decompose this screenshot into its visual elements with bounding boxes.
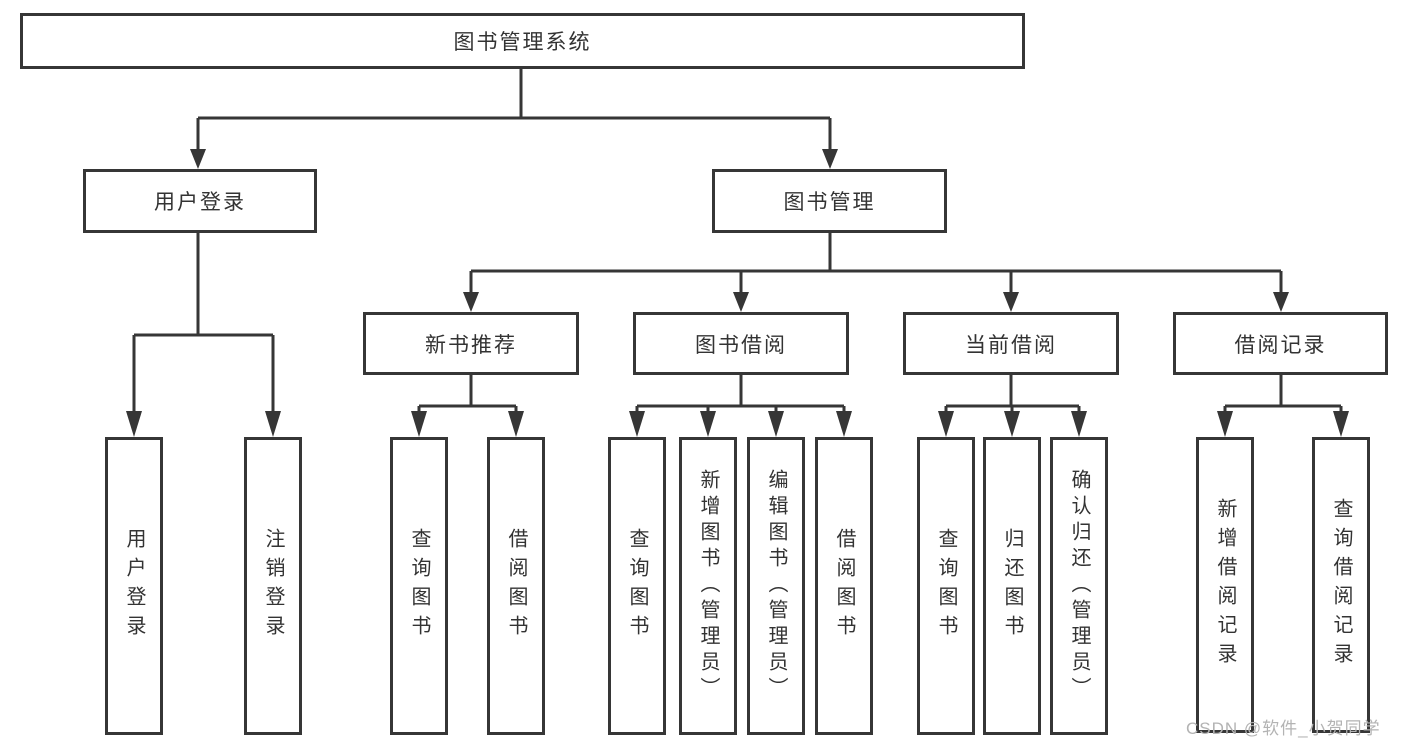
leaf-confirm-return-admin: 确认归还（管理员） <box>1050 437 1108 735</box>
csdn-watermark: CSDN @软件_小贺同学 <box>1186 719 1381 738</box>
node-book-borrow: 图书借阅 <box>633 312 849 375</box>
leaf-add-books-admin: 新增图书（管理员） <box>679 437 737 735</box>
node-book-management: 图书管理 <box>712 169 947 233</box>
leaf-return-books: 归还图书 <box>983 437 1041 735</box>
leaf-borrow-books-2: 借阅图书 <box>815 437 873 735</box>
node-current-borrow: 当前借阅 <box>903 312 1119 375</box>
leaf-query-books-2: 查询图书 <box>608 437 666 735</box>
leaf-query-books-1: 查询图书 <box>390 437 448 735</box>
leaf-borrow-books-1: 借阅图书 <box>487 437 545 735</box>
leaf-query-borrow-record: 查询借阅记录 <box>1312 437 1370 733</box>
leaf-query-books-3: 查询图书 <box>917 437 975 735</box>
leaf-user-login: 用户登录 <box>105 437 163 735</box>
node-new-book-recommend: 新书推荐 <box>363 312 579 375</box>
node-root: 图书管理系统 <box>20 13 1025 69</box>
leaf-edit-books-admin: 编辑图书（管理员） <box>747 437 805 735</box>
node-borrow-records: 借阅记录 <box>1173 312 1388 375</box>
leaf-add-borrow-record: 新增借阅记录 <box>1196 437 1254 733</box>
leaf-logout: 注销登录 <box>244 437 302 735</box>
node-user-login: 用户登录 <box>83 169 317 233</box>
